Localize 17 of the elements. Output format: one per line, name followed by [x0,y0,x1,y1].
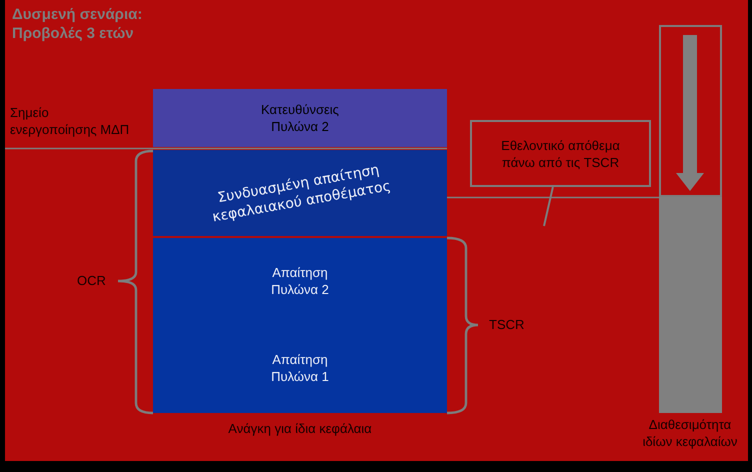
buffer-block [153,150,447,236]
guidance-block [153,89,447,147]
trigger-point-label: Σημείο ενεργοποίησης ΜΔΠ [10,104,130,138]
leader-line [543,186,554,226]
block-label: Κατευθύνσεις Πυλώνα 2 [260,101,340,135]
requirement-block [153,238,447,323]
capital-bar [659,197,722,413]
diagram-title: Δυσμενή σενάρια: Προβολές 3 ετών [12,5,144,43]
bracket-label: OCR [77,272,106,289]
bar-caption: Διαθεσιμότητα ιδίων κεφαλαίων [642,416,738,450]
block-label: Απαίτηση Πυλώνα 2 [270,264,330,298]
stack-caption: Ανάγκη για ίδια κεφάλαια [228,420,372,437]
bracket-label: TSCR [489,316,524,333]
requirement-block [153,323,447,413]
block-label: Απαίτηση Πυλώνα 1 [270,351,330,385]
note-box [470,120,651,187]
note-text: Εθελοντικό απόθεμα πάνω από τις TSCR [500,136,621,170]
